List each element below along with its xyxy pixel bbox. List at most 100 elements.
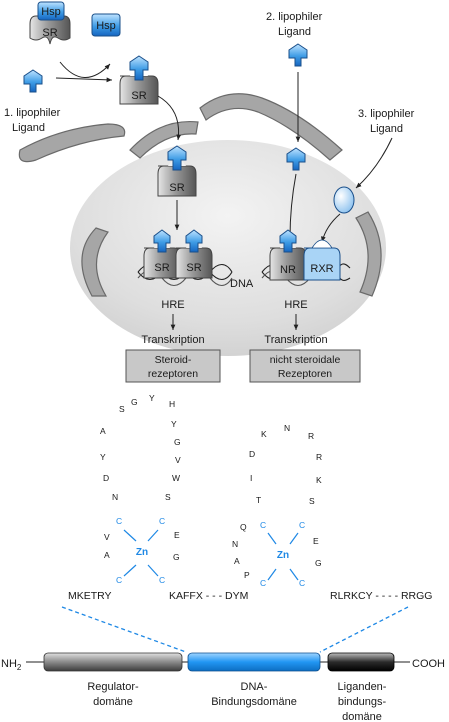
zf2-aa: T [256, 495, 261, 505]
zf2-aa: K [261, 429, 267, 439]
ligand-binding-label-line2: bindungs- [338, 696, 387, 708]
ligand-3-binding-arrow [320, 213, 341, 243]
zf1-aa: S [165, 492, 171, 502]
dissociation-arrow [59, 61, 111, 78]
box-steroid-line2: rezeptoren [148, 368, 198, 380]
sr-label: SR [42, 27, 57, 39]
zf2-aa: Q [240, 522, 247, 532]
zf1-aa: W [172, 473, 180, 483]
zf2-aa: A [234, 556, 240, 566]
hre-right: HRE [284, 299, 307, 311]
binding-arrow [55, 77, 113, 83]
zf2-aa: R [316, 452, 322, 462]
ligand-1-icon [23, 69, 43, 93]
dna-binding-label-line1: DNA- [241, 681, 268, 693]
zinc-finger-1: S G Y H A Y G Y V D W N S V E A G C C C … [100, 393, 181, 585]
dna-binding-label-line2: Bindungsdomäne [211, 696, 297, 708]
zf1-aa: G [131, 397, 138, 407]
zf1-aa: Y [149, 393, 155, 403]
sr-nucleus-label: SR [169, 182, 184, 194]
zf1-aa: A [104, 550, 110, 560]
zf2-aa: E [313, 536, 319, 546]
zf1-cys: C [116, 575, 122, 585]
box-nonsteroid-line2: Rezeptoren [278, 368, 332, 380]
zf2-cys: C [260, 578, 266, 588]
box-nonsteroid-line1: nicht steroidale [270, 354, 341, 366]
import-arrow [157, 95, 182, 141]
motif-3: RLRKCY - - - - RRGG [330, 590, 432, 602]
zf1-zinc: Zn [136, 547, 148, 558]
hsp-label: Hsp [41, 6, 61, 18]
ligand-1-label-line1: 1. lipophiler [4, 107, 61, 119]
zf2-aa: D [249, 449, 255, 459]
ligand-binding-label-line1: Liganden- [338, 681, 387, 693]
box-steroid-line1: Steroid- [155, 354, 192, 366]
zf1-aa: V [175, 455, 181, 465]
ligand-2-label-line1: 2. lipophiler [266, 11, 323, 23]
sr-in-nucleus: SR [157, 145, 197, 197]
zf2-aa: P [244, 570, 250, 580]
nr-label: NR [280, 264, 296, 276]
zf2-cys: C [299, 578, 305, 588]
zf2-aa: N [232, 539, 238, 549]
zf2-aa: I [250, 473, 252, 483]
zf1-cys: C [159, 516, 165, 526]
hre-left: HRE [161, 299, 184, 311]
sr-with-ligand: SR [119, 55, 159, 105]
ligand-binding-label-line3: domäne [342, 711, 382, 722]
zf1-aa: Y [171, 419, 177, 429]
box-nonsteroid-receptors [249, 349, 361, 383]
zf1-aa: D [103, 473, 109, 483]
zf2-aa: N [284, 423, 290, 433]
transkription-left: Transkription [141, 334, 204, 346]
zf1-cys: C [159, 575, 165, 585]
zf1-aa: H [169, 399, 175, 409]
zf1-aa: S [119, 404, 125, 414]
zf2-cys: C [299, 520, 305, 530]
zf1-aa: E [174, 530, 180, 540]
zf2-aa: G [315, 558, 322, 568]
dbd-zoom-connectors [61, 606, 409, 653]
ligand-3-arrow [355, 137, 393, 189]
ligand-3-icon [333, 186, 355, 214]
cooh-terminus: COOH [412, 658, 445, 670]
zf2-aa: R [308, 431, 314, 441]
ligand-2-icon [288, 43, 308, 67]
zf1-aa: G [173, 552, 180, 562]
dna-label: DNA [230, 278, 254, 290]
sr-ligand-label: SR [131, 90, 146, 102]
motif-1: MKETRY [68, 590, 112, 602]
regulator-domain-bar [43, 652, 183, 672]
transkription-right: Transkription [264, 334, 327, 346]
dna-binding-domain-bar [187, 652, 321, 672]
sr-dimer: SR SR [143, 229, 213, 279]
cell-nucleus [18, 93, 386, 356]
zf2-cys: C [260, 520, 266, 530]
zf1-aa: A [100, 426, 106, 436]
zf1-aa: V [104, 532, 110, 542]
zf1-aa: G [174, 437, 181, 447]
ligand-3-label-line2: Ligand [370, 123, 403, 135]
hsp-sr-complex: SR Hsp [29, 1, 71, 45]
nr-rxr-dimer: NR RXR [269, 229, 341, 281]
hsp-free-label: Hsp [96, 20, 116, 32]
zf1-aa: Y [100, 452, 106, 462]
rxr-label: RXR [310, 263, 333, 275]
zinc-finger-2: K N R D R I K T S Q E N A G P C C C C Zn [232, 423, 322, 588]
zf2-aa: S [309, 496, 315, 506]
sr-dimer-label-b: SR [186, 262, 201, 274]
ligand-1-label-line2: Ligand [12, 122, 45, 134]
zf2-zinc: Zn [277, 550, 289, 561]
zf2-aa: K [316, 475, 322, 485]
regulator-label-line1: Regulator- [87, 681, 139, 693]
free-hsp: Hsp [91, 13, 121, 37]
motif-2: KAFFX - - - DYM [169, 590, 248, 602]
ligand-2-nucleus-icon [286, 147, 306, 171]
ligand-binding-domain-bar [327, 652, 395, 672]
regulator-label-line2: domäne [93, 696, 133, 708]
zf1-aa: N [112, 492, 118, 502]
nh2-terminus: NH2 [1, 658, 22, 672]
ligand-3-label-line1: 3. lipophiler [358, 108, 415, 120]
box-steroid-receptors [125, 349, 221, 383]
